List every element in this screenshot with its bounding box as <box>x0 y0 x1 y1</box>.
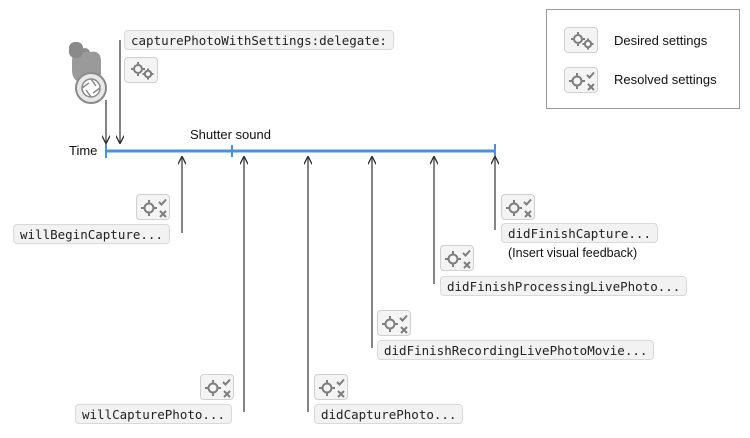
gear-check-x-icon <box>200 374 234 400</box>
will-capture-photo-callback: willCapturePhoto... <box>75 404 232 424</box>
will-begin-capture-callback: willBeginCapture... <box>13 224 170 244</box>
legend-resolved-label: Resolved settings <box>614 72 717 87</box>
gear-check-x-icon <box>501 194 535 220</box>
legend-desired-label: Desired settings <box>614 33 708 48</box>
camera-shutter-icon <box>75 72 107 104</box>
legend: Desired settings Resolved settings <box>546 9 740 109</box>
shutter-sound-label: Shutter sound <box>190 127 271 142</box>
did-finish-processing-callback: didFinishProcessingLivePhoto... <box>440 276 688 296</box>
gear-check-x-icon <box>564 67 598 93</box>
did-capture-photo-callback: didCapturePhoto... <box>314 404 464 424</box>
gear-check-x-icon <box>314 374 348 400</box>
did-finish-recording-callback: didFinishRecordingLivePhotoMovie... <box>377 340 655 360</box>
gear-check-x-icon <box>377 310 411 336</box>
gear-check-x-icon <box>136 194 170 220</box>
gears-icon <box>124 57 158 83</box>
capture-photo-call: capturePhotoWithSettings:delegate: <box>124 30 394 50</box>
gear-check-x-icon <box>440 245 474 271</box>
gears-icon <box>564 27 598 53</box>
did-finish-capture-callback: didFinishCapture... <box>501 223 658 243</box>
time-axis-label: Time <box>69 143 98 158</box>
visual-feedback-note: (Insert visual feedback) <box>508 246 638 260</box>
